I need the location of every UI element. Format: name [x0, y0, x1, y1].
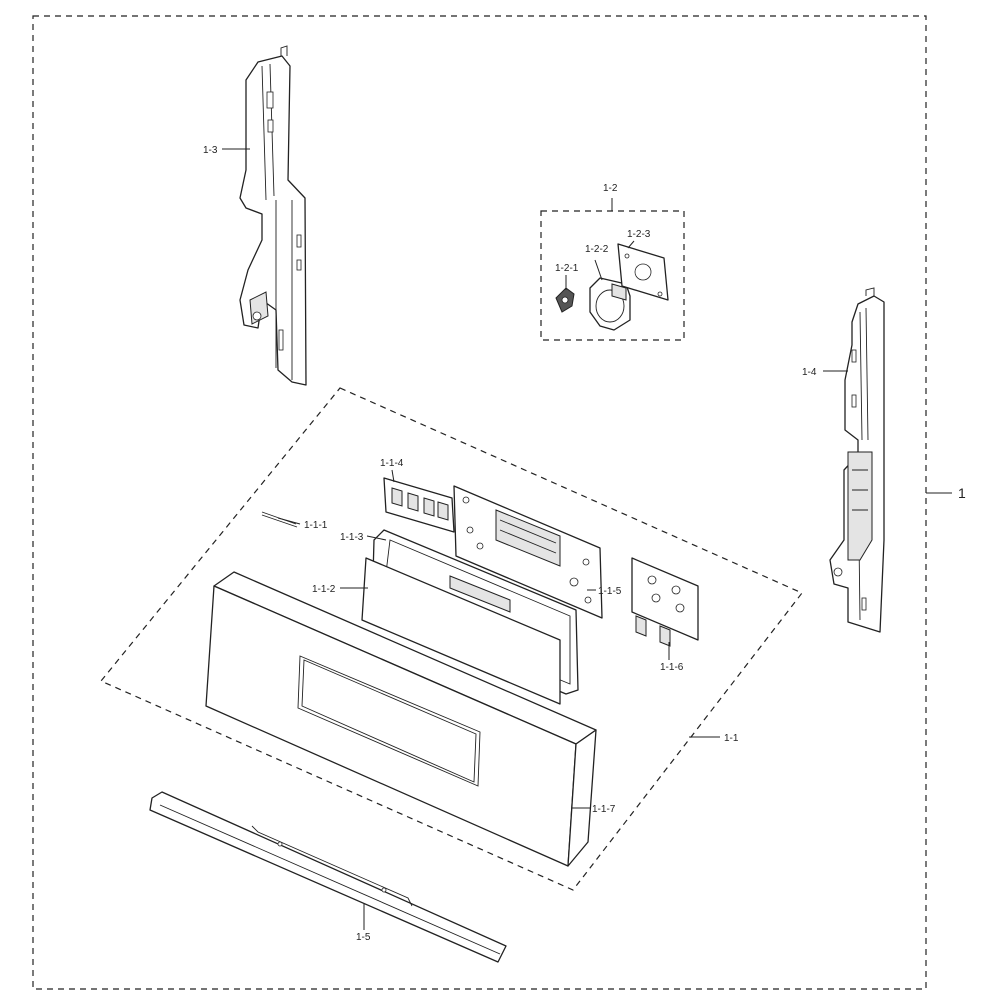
- knob-hub: [561, 296, 569, 304]
- main-pcb-part: [453, 485, 603, 619]
- switch-assembly-parts: [555, 243, 669, 331]
- knob-bracket-part: [383, 477, 455, 533]
- label-main-pcb: 1-1-5: [598, 586, 622, 597]
- label-switch: 1-2-2: [585, 244, 609, 255]
- right-side-bracket-part: [829, 287, 885, 633]
- label-switch-assembly: 1-2: [603, 183, 618, 194]
- label-control-panel: 1-1: [724, 733, 739, 744]
- left-side-bracket-part: [239, 45, 307, 386]
- label-bottom-trim: 1-5: [356, 932, 371, 943]
- label-right-side-bracket: 1-4: [802, 367, 817, 378]
- label-assembly: 1: [958, 485, 966, 501]
- label-display-frame: 1-1-3: [340, 532, 364, 543]
- bottom-trim-part: [149, 791, 507, 963]
- leader-lines: [222, 148, 952, 930]
- control-panel-boundary: [100, 387, 803, 891]
- label-window: 1-1-2: [312, 584, 336, 595]
- label-wire-harness: 1-1-1: [304, 520, 328, 531]
- label-front-panel: 1-1-7: [592, 804, 616, 815]
- sub-pcb-part: [631, 557, 699, 647]
- label-switch-bracket: 1-2-3: [627, 229, 651, 240]
- label-sub-pcb: 1-1-6: [660, 662, 684, 673]
- wire-harness-part: [261, 511, 298, 528]
- window-part: [361, 557, 561, 705]
- assembly-boundary: [32, 15, 927, 990]
- label-knob-bracket: 1-1-4: [380, 458, 404, 469]
- label-knob: 1-2-1: [555, 263, 579, 274]
- front-panel-part: [205, 571, 597, 867]
- label-left-side-bracket: 1-3: [203, 145, 218, 156]
